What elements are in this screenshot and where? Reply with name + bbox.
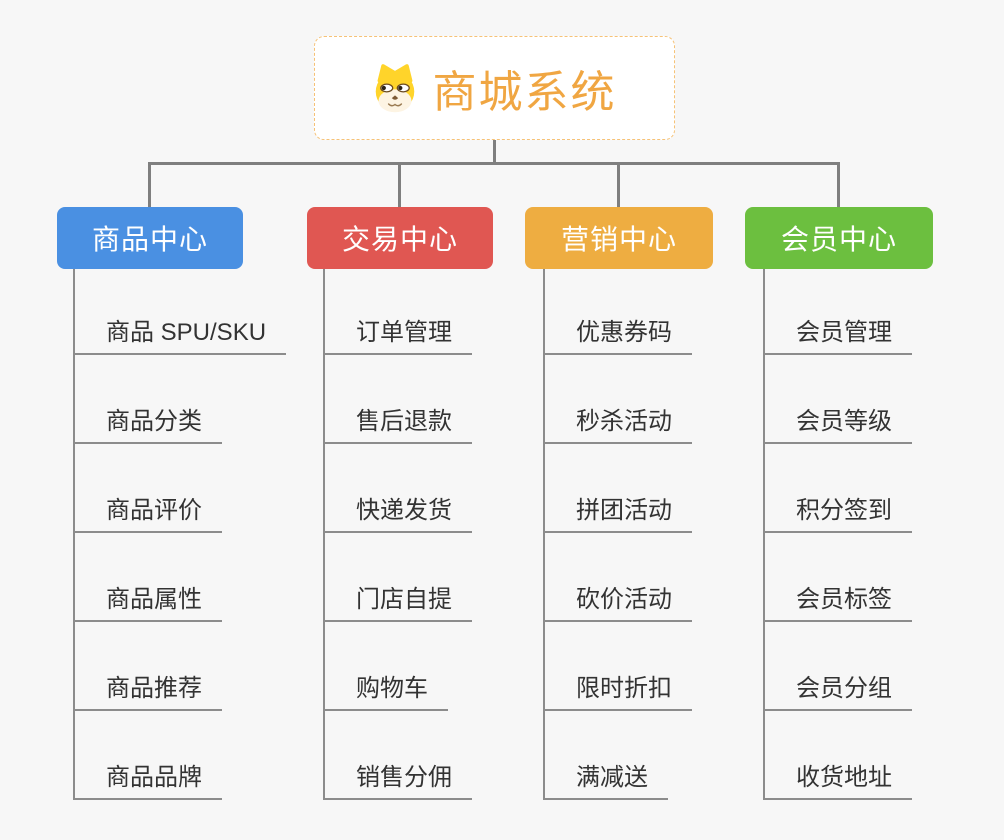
branch-node-member-center[interactable]: 会员中心 (745, 207, 933, 269)
leaf-node[interactable]: 会员等级 (763, 408, 912, 444)
leaf-node[interactable]: 收货地址 (763, 764, 912, 800)
leaf-node[interactable]: 商品评价 (73, 497, 222, 533)
leaf-node[interactable]: 商品品牌 (73, 764, 222, 800)
doge-icon (375, 64, 414, 113)
leaf-node[interactable]: 商品 SPU/SKU (73, 319, 287, 355)
leaf-node[interactable]: 会员标签 (763, 586, 912, 622)
leaf-node[interactable]: 商品分类 (73, 408, 222, 444)
leaf-node[interactable]: 销售分佣 (323, 764, 472, 800)
root-node[interactable]: 商城系统 (314, 36, 675, 140)
leaf-node[interactable]: 砍价活动 (543, 586, 692, 622)
branch-node-product-center[interactable]: 商品中心 (57, 207, 243, 269)
connector-horizontal (148, 162, 840, 165)
branch-node-marketing-center[interactable]: 营销中心 (525, 207, 713, 269)
connector-root-vertical (493, 139, 496, 165)
connector-drop-member (837, 162, 840, 209)
branch-label: 商品中心 (91, 224, 208, 255)
branch-trunk-product (73, 269, 75, 800)
leaf-node[interactable]: 会员管理 (763, 319, 912, 355)
leaf-node[interactable]: 拼团活动 (543, 497, 692, 533)
leaf-node[interactable]: 售后退款 (323, 408, 472, 444)
leaf-node[interactable]: 购物车 (323, 675, 448, 711)
branch-label: 营销中心 (560, 224, 677, 255)
branch-trunk-trade (323, 269, 325, 800)
branch-label: 会员中心 (780, 224, 897, 255)
leaf-node[interactable]: 商品推荐 (73, 675, 222, 711)
branch-trunk-marketing (543, 269, 545, 800)
branch-trunk-member (763, 269, 765, 800)
root-title: 商城系统 (432, 68, 617, 117)
leaf-node[interactable]: 满减送 (543, 764, 668, 800)
branch-node-trade-center[interactable]: 交易中心 (307, 207, 493, 269)
connector-drop-trade (398, 162, 401, 209)
leaf-node[interactable]: 秒杀活动 (543, 408, 692, 444)
connector-drop-marketing (617, 162, 620, 209)
leaf-node[interactable]: 会员分组 (763, 675, 912, 711)
leaf-node[interactable]: 订单管理 (323, 319, 472, 355)
branch-label: 交易中心 (341, 224, 458, 255)
leaf-node[interactable]: 优惠券码 (543, 319, 692, 355)
leaf-node[interactable]: 积分签到 (763, 497, 912, 533)
leaf-node[interactable]: 限时折扣 (543, 675, 692, 711)
leaf-node[interactable]: 快递发货 (323, 497, 472, 533)
leaf-node[interactable]: 商品属性 (73, 586, 222, 622)
leaf-node[interactable]: 门店自提 (323, 586, 472, 622)
connector-drop-product (148, 162, 151, 209)
